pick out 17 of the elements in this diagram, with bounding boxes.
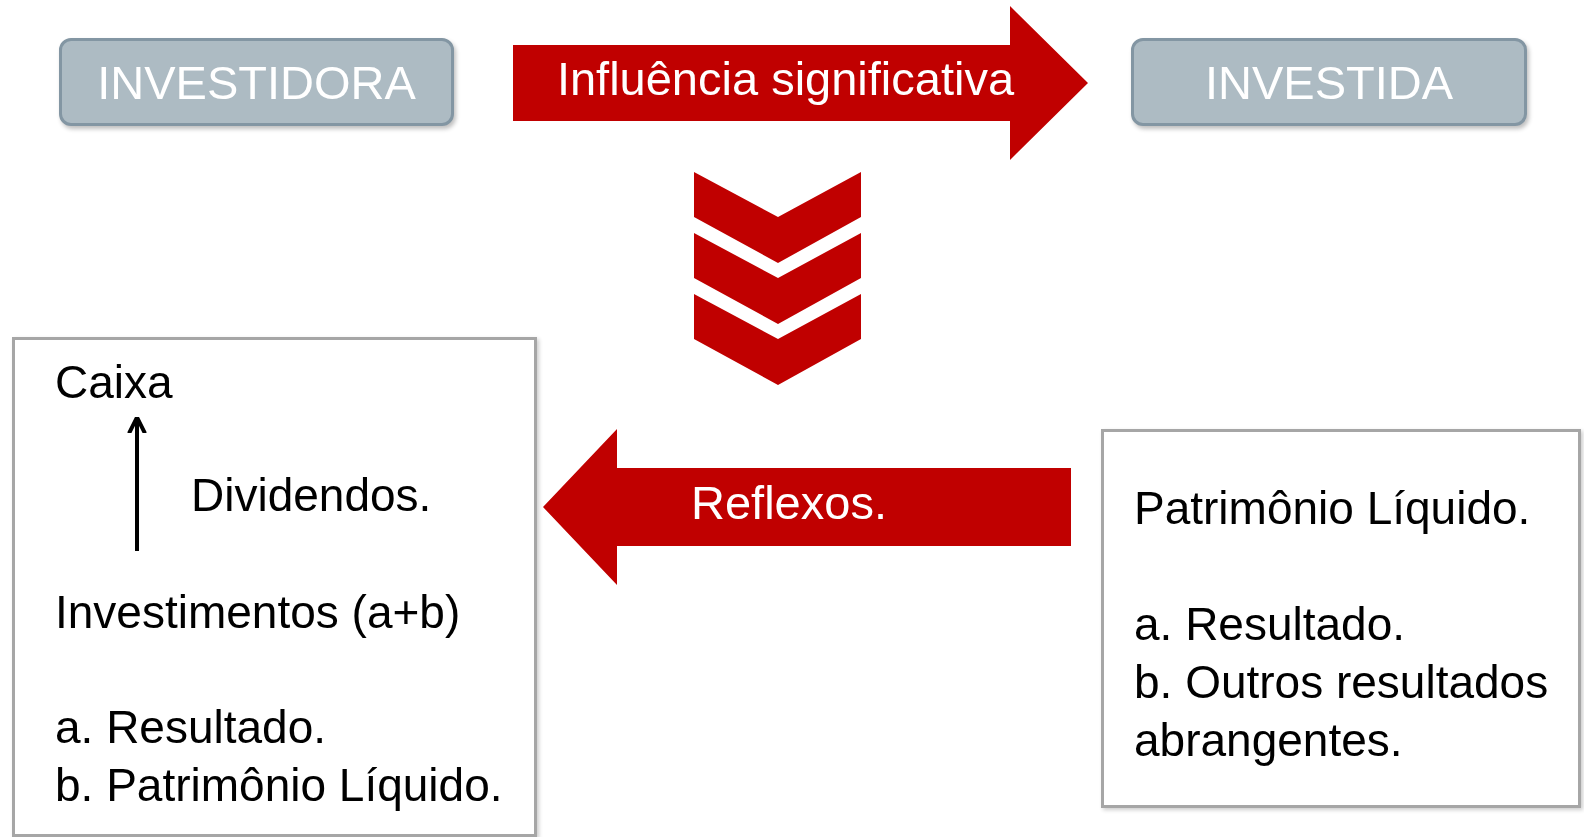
account-label: Caixa	[55, 355, 173, 410]
arrow-label: Influência significativa	[556, 50, 1015, 106]
account-label: b. Patrimônio Líquido.	[55, 758, 503, 813]
block-arrow	[543, 429, 1071, 585]
arrow-label: Reflexos.	[691, 474, 887, 530]
block-arrow	[513, 6, 1088, 160]
panel-text: b. Outros resultados abrangentes.	[1134, 655, 1550, 768]
account-panel	[1101, 429, 1581, 808]
account-label: Investimentos (a+b)	[55, 585, 461, 640]
account-label: a. Resultado.	[55, 700, 327, 755]
edge-label: Dividendos.	[191, 468, 432, 522]
entity-box: INVESTIDA	[1131, 38, 1527, 126]
entity-box: INVESTIDORA	[59, 38, 454, 126]
panel-text: a. Resultado.	[1134, 597, 1407, 652]
account-panel	[12, 337, 537, 837]
arrow	[127, 415, 147, 551]
panel-text: Patrimônio Líquido.	[1134, 481, 1532, 536]
